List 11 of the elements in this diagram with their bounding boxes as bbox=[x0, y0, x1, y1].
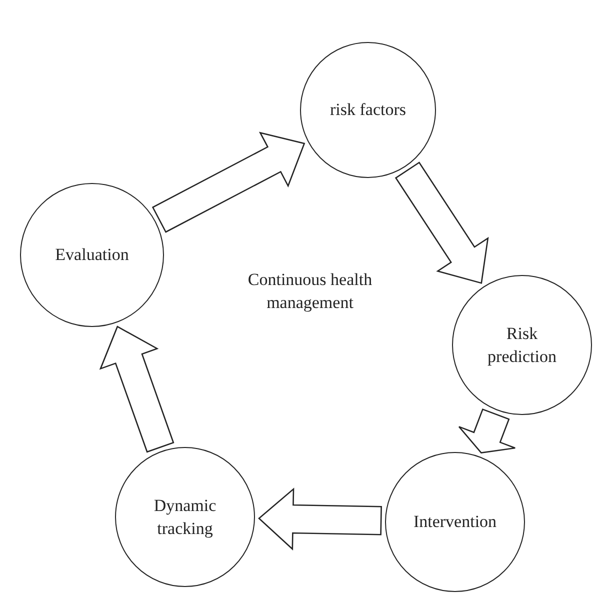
block-arrow bbox=[394, 162, 489, 284]
center-label: Continuous health management bbox=[246, 269, 374, 314]
node-label: Evaluation bbox=[55, 244, 129, 266]
node-label: Risk prediction bbox=[486, 322, 558, 368]
node-label: risk factors bbox=[330, 99, 406, 122]
node-label: Intervention bbox=[413, 511, 497, 534]
node-label: Dynamic tracking bbox=[152, 494, 218, 540]
block-arrow bbox=[99, 326, 174, 453]
block-arrow bbox=[458, 408, 516, 454]
block-arrow bbox=[258, 488, 382, 550]
block-arrow bbox=[152, 132, 306, 233]
